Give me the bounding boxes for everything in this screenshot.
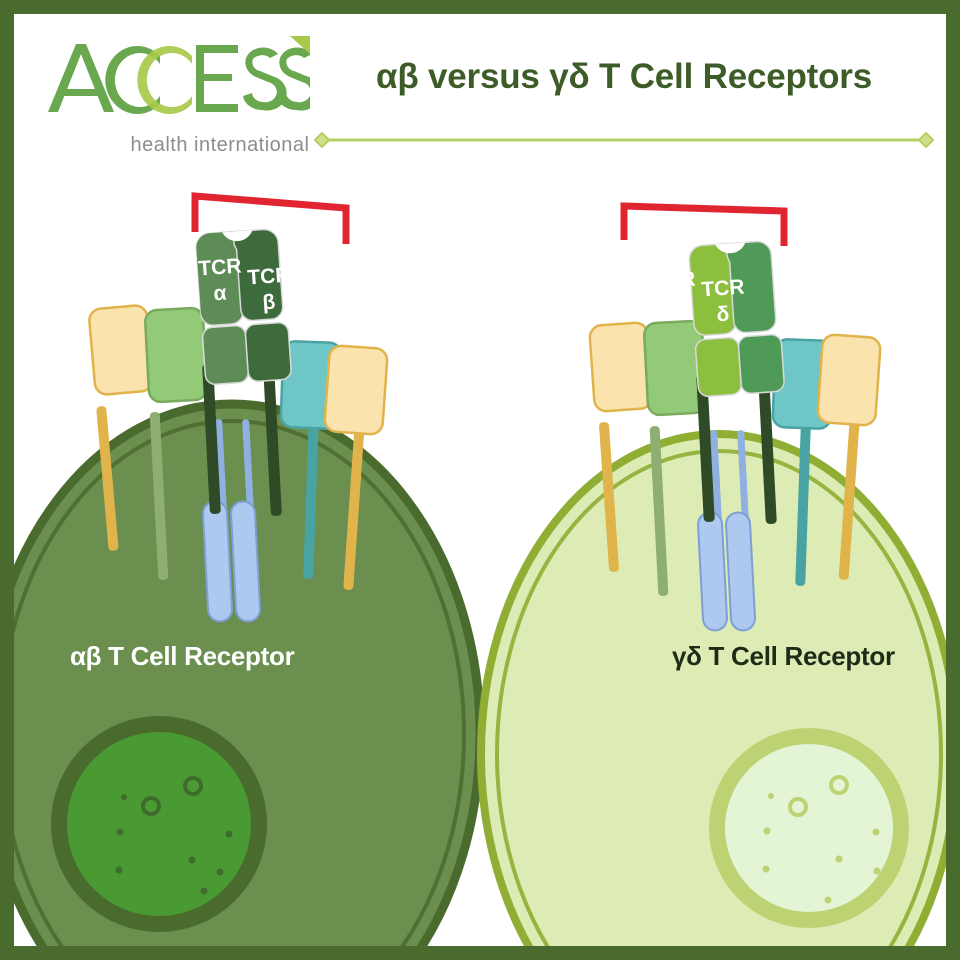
cd3-delta-chain: [323, 344, 389, 590]
cd3-epsilon-chain-left: [642, 319, 708, 596]
antigen-binding-bracket: [620, 202, 788, 246]
title-divider: [314, 132, 934, 148]
alpha-beta-cell-label: αβ T Cell Receptor: [70, 641, 295, 671]
cd3-gamma-chain: [588, 321, 654, 572]
chromatin-dots: [115, 794, 233, 895]
nucleus: [709, 728, 909, 928]
poster-canvas: health international αβ versus γδ T Cell…: [14, 14, 946, 946]
logo-tagline: health international: [130, 134, 310, 156]
tcr-gamma-label: TCR: [651, 267, 697, 294]
tcr-delta-label: TCR: [700, 275, 746, 302]
right-tcr-stems: [696, 373, 777, 524]
tcr-beta-greek: β: [261, 290, 277, 315]
chromatin-dots: [762, 793, 881, 904]
tcr-beta-variable: [233, 228, 284, 322]
tcr-beta-label: TCR: [246, 263, 292, 290]
nucleolus-group: [788, 775, 849, 817]
tcr-alpha-greek: α: [212, 281, 228, 306]
left-tcr-stems: [202, 363, 282, 516]
tcr-beta-constant: [244, 321, 292, 382]
gamma-delta-t-cell: [477, 430, 946, 946]
tcr-alpha-variable-fill: [196, 231, 243, 324]
antigen-binding-notch: [715, 242, 746, 254]
page-title: αβ versus γδ T Cell Receptors: [376, 57, 872, 96]
tcr-comparison-diagram: [14, 192, 946, 946]
tcr-delta-variable: [726, 240, 777, 334]
cell-inner-membrane: [495, 449, 943, 946]
tcr-gamma-greek: γ: [667, 294, 681, 319]
access-health-logo: health international: [40, 34, 310, 156]
left-cd3-zeta-chains: [202, 419, 262, 623]
tcr-alpha-label: TCR: [197, 254, 243, 281]
antigen-binding-notch: [222, 230, 253, 242]
cell-inner-membrane: [14, 419, 466, 946]
tcr-gamma-constant: [694, 337, 742, 398]
tcr-alpha-constant: [201, 324, 249, 385]
alpha-beta-receptor: [195, 228, 292, 385]
access-wordmark-icon: [48, 36, 310, 115]
left-accessory-chains: [88, 304, 389, 590]
tcr-delta-constant: [737, 334, 785, 395]
gamma-delta-cell-label: γδ T Cell Receptor: [672, 641, 895, 671]
cd3-gamma-chain: [88, 304, 154, 551]
gamma-delta-receptor: [688, 240, 785, 398]
cd3-delta-chain: [816, 333, 882, 580]
tcr-delta-greek: δ: [715, 302, 731, 327]
right-accessory-chains: [588, 319, 882, 596]
nucleolus-group: [141, 776, 203, 816]
right-cd3-zeta-chains: [697, 430, 756, 632]
antigen-binding-bracket: [191, 192, 350, 244]
nucleus: [51, 716, 267, 932]
alpha-beta-t-cell: [14, 399, 485, 946]
